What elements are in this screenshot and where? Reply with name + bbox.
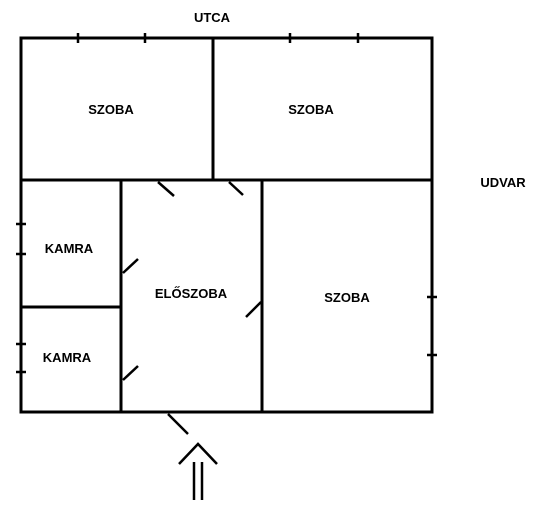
room-label-hallway: ELŐSZOBA [155,286,228,301]
window-marks-pantry-upper [16,222,26,256]
room-label-top-left: SZOBA [88,102,134,117]
entrance-arrow-icon [178,442,218,500]
door-hall-to-pantry-upper [122,258,139,274]
door-hall-to-top-right-room [228,181,244,196]
room-label-pantry-upper: KAMRA [45,241,94,256]
door-hall-to-right-room [245,301,262,318]
door-hall-to-top-left-room [157,181,175,197]
window-marks-right-room [427,295,437,357]
yard-label: UDVAR [480,175,526,190]
door-entrance [167,413,189,435]
street-label: UTCA [194,10,231,25]
window-marks-pantry-lower [16,342,26,374]
room-label-pantry-lower: KAMRA [43,350,92,365]
room-label-right: SZOBA [324,290,370,305]
window-marks-top-right [288,33,360,43]
window-marks-top-left [76,33,147,43]
door-hall-to-pantry-lower [122,365,139,381]
room-label-top-right: SZOBA [288,102,334,117]
